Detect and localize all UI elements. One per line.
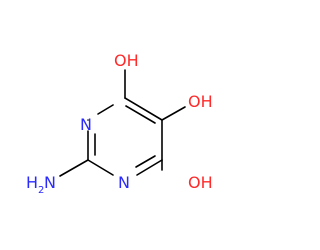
atom-oh-bottom: OH [188,173,213,192]
atom-n-top: N [80,115,92,134]
structure-diagram: N N OH OH OH H 2 N [26,51,213,196]
atom-oh-right: OH [188,92,213,111]
atom-n-bottom: N [118,173,130,192]
bond-c-top-to-c-right-inner [125,105,156,124]
atom-amino: H 2 N [26,173,56,196]
atom-oh-top: OH [114,51,139,70]
ring-bonds [87,97,163,176]
amino-h: H [26,173,38,192]
bond-n-top-to-c-top [97,104,114,115]
amino-subscript: 2 [38,185,44,196]
substituent-bonds [59,69,186,177]
bond-to-amino [59,159,89,177]
bond-c-bottom-to-n-bottom [136,159,163,176]
bond-to-oh-right [161,106,186,121]
molecule-drawing: N N OH OH OH H 2 N [26,51,213,196]
bond-c-top-to-c-right [124,97,163,121]
amino-n: N [44,173,56,192]
bond-n-bottom-to-c-left [87,159,114,176]
bond-c-bottom-to-n-bottom-inner [135,155,156,168]
